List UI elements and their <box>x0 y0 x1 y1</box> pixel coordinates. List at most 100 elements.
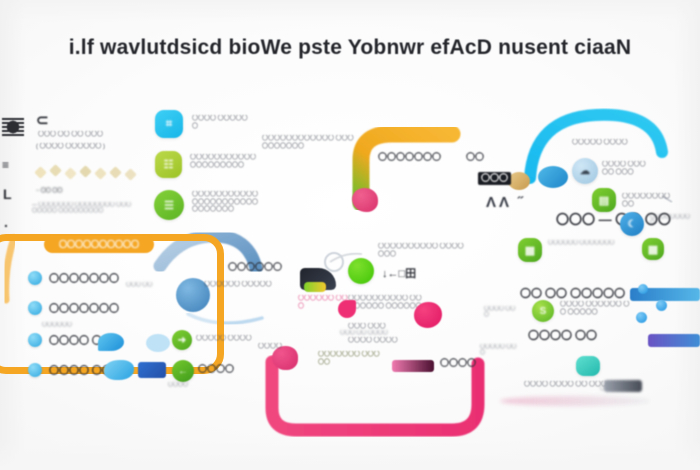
pale-blue-blob <box>146 334 170 352</box>
center-top-note: 〇〇〇〇〇〇〇〇〇〇〇〇 〇〇〇〇〇〇〇〇〇〇 <box>262 136 354 150</box>
center-block-5: 〇〇〇〇 〇〇〇〇 <box>348 338 398 344</box>
right-arc-caption: 〇〇〇〇〇 〇〇〇〇 <box>572 140 628 146</box>
left-caption-1: 〇〇〇 〇〇 〇〇 〇〇〇 <box>38 132 104 138</box>
bottom-left-note: 〇〇〇〇 <box>168 382 189 388</box>
center-block-1: 〇〇〇〇〇〇〇〇〇〇 〇〇〇〇〇〇〇 <box>378 244 464 258</box>
list-item[interactable]: 〇〇〇〇 〇〇 <box>28 362 112 377</box>
green-icon-note-1: 〇〇〇〇〇 〇〇〇〇 <box>196 336 252 342</box>
center-block-2: ↓←□田 <box>382 268 417 280</box>
right-table-note: 〇〇〇〇〇〇 〇〇〇〇〇〇〇 <box>548 240 615 246</box>
green-table-glyph: ▦ <box>524 244 536 257</box>
pink-u-connector <box>265 355 485 437</box>
list-item[interactable]: 〇〇〇〇〇〇〇 <box>28 270 119 285</box>
right-row-2: 〇〇〇〇〇〇〇〇〇〇 <box>622 194 671 208</box>
green-doc-icon[interactable]: ▤ <box>592 188 616 212</box>
cyan-tile-icon[interactable]: ⌗ <box>155 110 183 138</box>
blue-node-circle[interactable] <box>176 278 210 312</box>
mid-left-arc-label: 〇〇〇〇〇〇 <box>228 262 283 272</box>
teal-pill-icon[interactable] <box>576 356 600 376</box>
green-tile-glyph: ☰ <box>164 199 174 212</box>
cyan-arc-connector <box>524 108 668 184</box>
pink-path-left-note: 〇〇〇〇 <box>258 344 283 350</box>
orange-green-connector <box>352 125 461 212</box>
green-center-circle-icon[interactable] <box>348 258 374 284</box>
green-round-icon[interactable]: ➜ <box>172 330 192 350</box>
right-left-note: 〇〇〇〇 〇〇〇 <box>484 306 516 319</box>
green-s-glyph: S <box>539 305 547 317</box>
pink-blob <box>272 346 298 370</box>
right-row-4: 〇〇 〇〇 〇〇〇〇〇 <box>520 288 626 300</box>
list-item-label: 〇〇〇〇 〇〇 <box>49 366 112 377</box>
center-top-side-label: 〇〇 <box>466 152 485 162</box>
right-edge-shade <box>674 0 700 470</box>
bottom-edge-shade <box>0 440 700 470</box>
right-row-5: 〇〇〇〇 〇〇〇〇〇〇 〇〇 〇〇〇〇〇 <box>560 302 630 316</box>
green-yellow-strip <box>304 282 326 292</box>
pink-dark-gradient-bar <box>392 360 434 372</box>
blue-dot <box>638 284 648 294</box>
tan-blob-icon <box>508 172 530 190</box>
list-item[interactable]: 〇〇〇〇〇〇〇 <box>28 300 119 315</box>
right-row-6: 〇〇〇〇 〇〇 <box>528 330 598 342</box>
green-round-glyph: ➜ <box>177 334 187 346</box>
green-table-glyph: ▦ <box>647 243 659 256</box>
mid-left-node-label: 〇〇〇〇〇〇 〇〇〇〇〇 <box>204 282 272 288</box>
blue-dot <box>656 300 667 311</box>
green-s-icon[interactable]: S <box>532 300 554 322</box>
green-table-icon[interactable]: ▦ <box>518 238 542 262</box>
pink-blob <box>414 302 442 328</box>
hairline-connector-2 <box>661 195 673 203</box>
smudge-decoration <box>500 396 650 406</box>
list-item-label: 〇〇〇〇〇〇〇 <box>49 304 119 315</box>
blue-moon-icon[interactable]: ☾ <box>620 212 644 236</box>
purple-blue-gradient-bar <box>648 334 700 347</box>
page-title: i.lf wavlutdsicd bioWe pste Yobnwr efAcD… <box>68 36 632 59</box>
panel-header-label: 〇〇〇〇〇〇〇〇〇〇 <box>59 239 139 249</box>
bullet-icon <box>28 300 42 315</box>
right-row-1: 〇〇〇〇 〇〇〇〇〇 〇〇〇 <box>602 162 646 176</box>
green-table-icon[interactable]: ▦ <box>642 238 664 260</box>
pink-path-note: 〇〇〇〇〇〇〇 〇〇〇〇〇 <box>318 352 380 366</box>
panel-header-pill: 〇〇〇〇〇〇〇〇〇〇 <box>44 236 154 253</box>
left-mark-dot: . <box>4 214 8 230</box>
left-legend-label: ─ 〇〇 〇〇 <box>36 188 63 194</box>
lime-tile-icon[interactable]: ☷ <box>155 151 182 178</box>
mid-left-tag-label: 〇〇〇 〇〇 <box>126 282 153 288</box>
green-icon-note-2: 〇〇〇〇 <box>198 364 235 374</box>
orange-arrow-label: 〇〇〇〇〇〇〇 <box>378 152 442 162</box>
cyan-tile-glyph: ⌗ <box>165 117 173 130</box>
blue-accent-blob <box>98 333 124 351</box>
green-tile-icon[interactable]: ☰ <box>154 190 184 220</box>
left-seal-icon <box>2 118 24 138</box>
top-edge-shade <box>0 0 700 22</box>
pink-blob <box>352 188 378 212</box>
center-block-4: 〇〇〇 〇〇〇 <box>348 324 386 330</box>
list-item-label: 〇〇〇〇 〇〇 <box>49 336 112 347</box>
pink-path-right-note: 〇〇〇〇 <box>440 358 477 368</box>
list-item-sub-label: 〇〇〇〇〇〇 <box>42 322 73 328</box>
green-doc-glyph: ▤ <box>598 194 610 207</box>
globe-circle-icon[interactable]: ☁ <box>572 158 598 184</box>
right-left-note-2: 〇〇〇〇〇 〇〇〇 <box>480 344 517 357</box>
navy-bar-blob <box>138 362 166 378</box>
bullet-icon <box>28 270 42 285</box>
blue-ellipse-icon[interactable] <box>538 166 568 188</box>
list-item-label: 〇〇〇〇〇〇〇 <box>49 274 119 285</box>
cyan-tile-label: 〇〇〇〇 〇〇〇〇〇〇 <box>192 116 248 130</box>
blue-dot <box>636 312 647 323</box>
left-mark-secondary: L <box>3 186 12 202</box>
bullet-icon <box>28 362 42 377</box>
left-mark-label: ≡ <box>2 158 10 172</box>
left-heading: ⊂ <box>36 112 49 129</box>
blue-gradient-bar <box>630 288 700 301</box>
pink-arrow-blob <box>338 300 356 318</box>
blue-moon-glyph: ☾ <box>627 218 637 230</box>
bullet-icon <box>28 332 42 347</box>
green-round-icon[interactable]: ← <box>172 360 194 382</box>
bottom-center-note: 〇〇〇 〇〇 〇〇〇〇 <box>340 330 388 336</box>
aa-sketch-mark: ΛΛ ˝ <box>486 194 527 211</box>
globe-glyph: ☁ <box>580 165 590 177</box>
list-item[interactable]: 〇〇〇〇 〇〇 <box>28 332 112 347</box>
left-caption-2: ( 〇〇〇〇 〇〇〇〇〇〇 ) <box>36 144 105 150</box>
